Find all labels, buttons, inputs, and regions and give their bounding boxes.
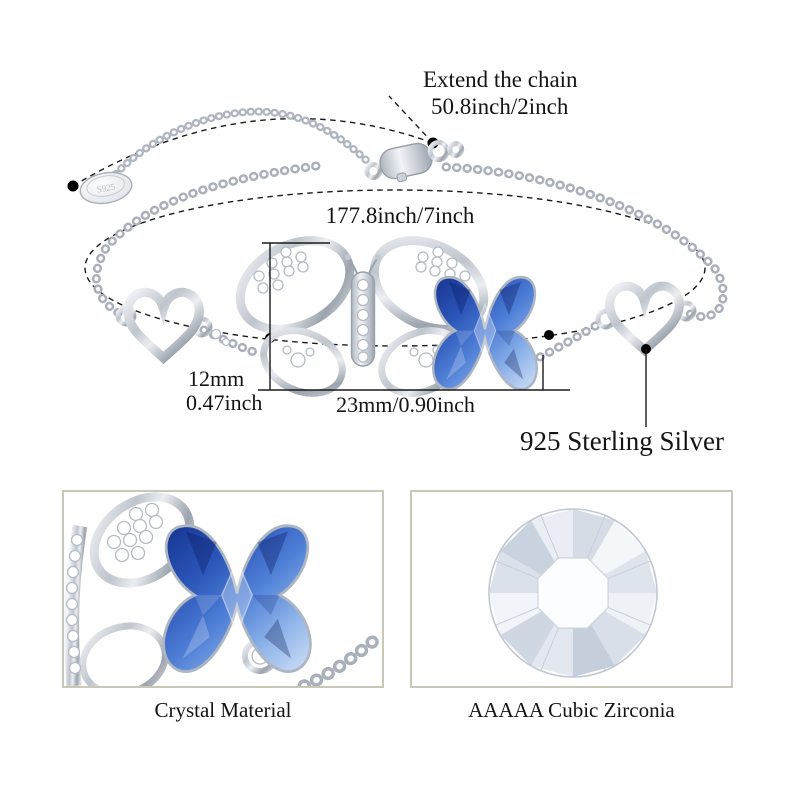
left-feature-box	[62, 490, 384, 688]
extend-chain-value: 50.8inch/2inch	[431, 94, 569, 120]
closeup-chain	[297, 627, 382, 686]
height-inch-label: 0.47inch	[186, 390, 263, 415]
measure-dot-right	[544, 330, 554, 340]
crystal-closeup	[64, 492, 382, 686]
s925-tag: S925	[79, 171, 133, 205]
gem-table	[537, 557, 609, 629]
extension-dot-left	[67, 180, 79, 192]
crystal-material-caption: Crystal Material	[154, 698, 292, 722]
right-feature-box	[410, 490, 733, 688]
gem-facets	[488, 508, 658, 678]
zirconia-stone	[488, 508, 658, 678]
closeup-blue-butterfly	[162, 524, 312, 674]
cubic-zirconia-caption: AAAAA Cubic Zirconia	[468, 698, 675, 722]
left-heart-charm	[115, 292, 213, 357]
material-leader-line	[641, 344, 651, 427]
total-length-label: 177.8inch/7inch	[325, 203, 475, 228]
chain-segment-right-mid	[535, 317, 607, 362]
height-mm-label: 12mm	[188, 366, 245, 391]
s925-stamp: S925	[96, 181, 116, 194]
bracelet-chain-right	[441, 162, 728, 322]
material-label: 925 Sterling Silver	[520, 426, 724, 456]
bracelet-photo: S925	[67, 95, 728, 427]
bracelet-chain-left	[91, 161, 321, 321]
width-label: 23mm/0.90inch	[336, 392, 475, 417]
extend-chain-title: Extend the chain	[423, 67, 578, 92]
dimension-lines	[258, 242, 570, 391]
extend-chain-label: Extend the chain 50.8inch/2inch	[423, 66, 578, 120]
chain-segment-left-mid	[199, 325, 259, 357]
extension-chain	[106, 107, 370, 184]
right-heart-charm	[595, 286, 697, 350]
closeup-silver-wing	[64, 492, 278, 686]
lobster-clasp	[364, 139, 465, 183]
